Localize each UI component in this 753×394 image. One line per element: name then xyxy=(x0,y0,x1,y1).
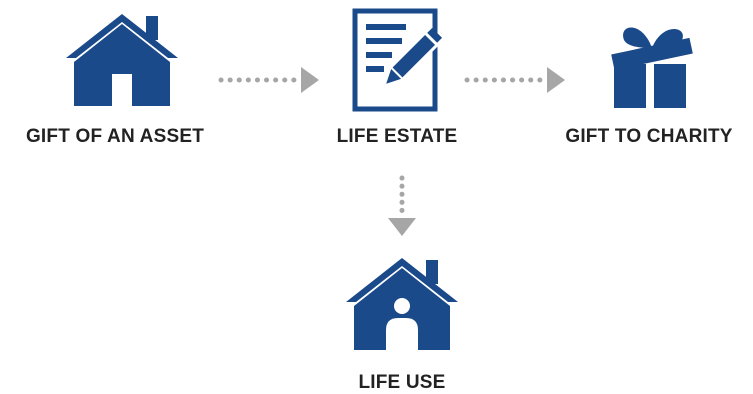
gift-icon xyxy=(611,27,693,108)
house-person-icon xyxy=(346,258,458,350)
document-pen-icon xyxy=(352,8,442,112)
node-label-gift-of-an-asset: GIFT OF AN ASSET xyxy=(25,126,205,147)
house-icon xyxy=(66,14,178,106)
arrow-life-estate-to-gift xyxy=(464,67,565,93)
node-label-gift-to-charity: GIFT TO CHARITY xyxy=(565,126,733,147)
arrow-gift-to-life-estate xyxy=(218,67,319,93)
node-label-life-estate: LIFE ESTATE xyxy=(336,126,458,147)
node-label-life-use: LIFE USE xyxy=(358,372,446,393)
arrow-life-estate-to-life-use xyxy=(388,175,416,236)
